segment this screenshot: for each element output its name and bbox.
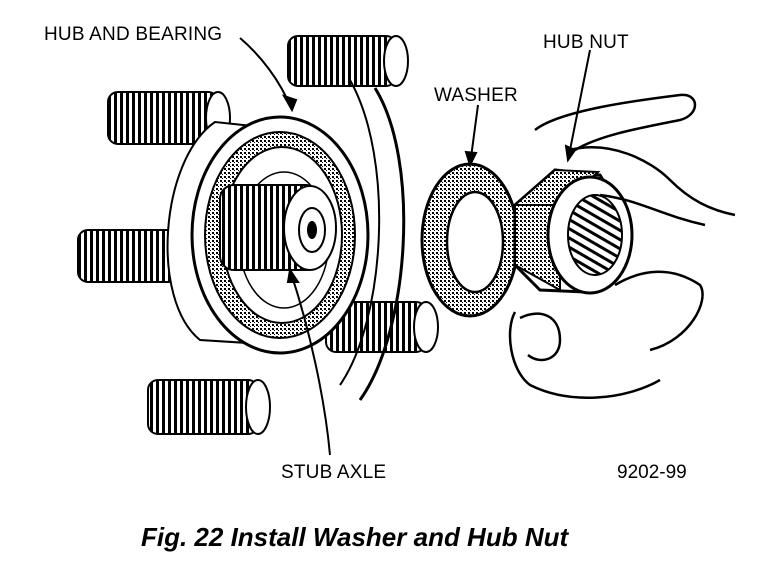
leader-hub-nut [567,49,591,161]
rim-arc-outer [358,87,406,401]
washer [420,162,520,318]
figure-code: 9202-99 [617,462,687,483]
leader-stub-axle [289,269,331,456]
rim-arc-inner [339,79,381,386]
wheel-stud-top [287,35,409,87]
hand-illustration [508,93,736,399]
hub-nut [512,168,634,295]
leader-lines [239,37,591,456]
label-hub-nut: HUB NUT [543,32,629,53]
label-washer: WASHER [434,85,518,106]
label-stub-axle: STUB AXLE [281,462,386,483]
label-hub-and-bearing: HUB AND BEARING [44,24,222,45]
leader-hub-and-bearing [239,37,293,111]
wheel-stud-bottom [147,379,271,435]
figure-caption: Fig. 22 Install Washer and Hub Nut [141,522,569,552]
stub-axle [219,184,337,271]
